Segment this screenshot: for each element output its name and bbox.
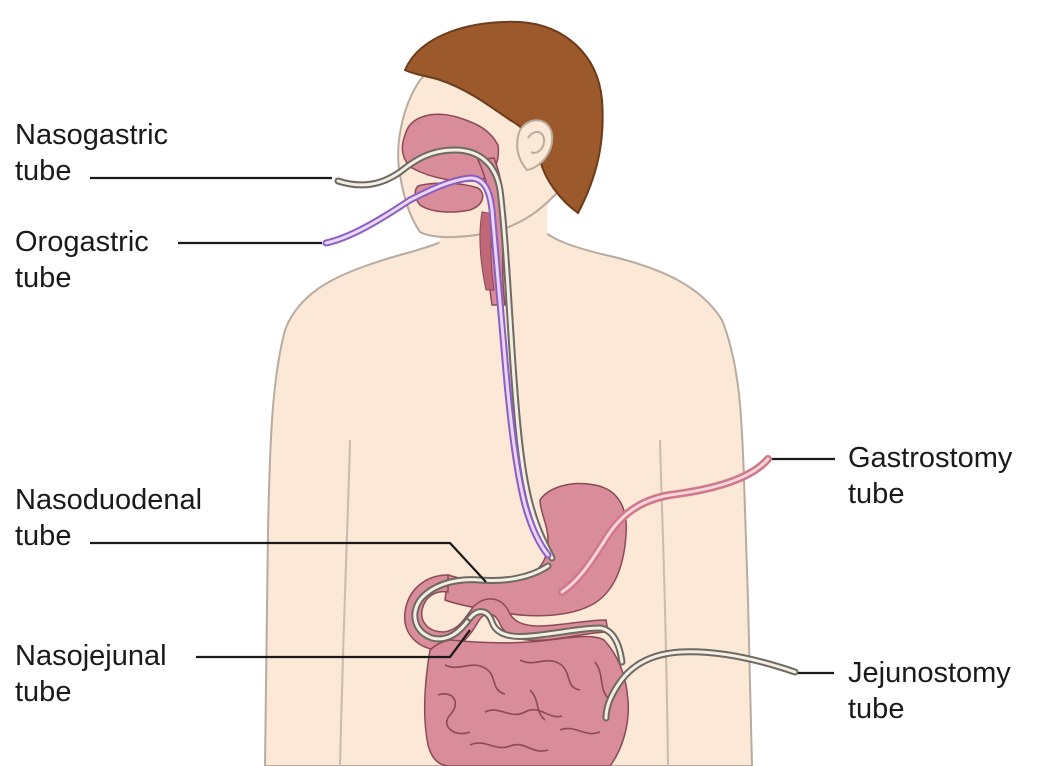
label-line: Gastrostomy [848, 440, 1012, 476]
orogastric-tube-label: Orogastric tube [15, 224, 149, 296]
nasojejunal-tube-label: Nasojejunal tube [15, 638, 167, 710]
label-line: Orogastric [15, 224, 149, 260]
label-line: tube [15, 674, 167, 710]
jejunostomy-tube-label: Jejunostomy tube [848, 655, 1011, 727]
nasogastric-tube-label: Nasogastric tube [15, 117, 168, 189]
label-line: tube [848, 476, 1012, 512]
label-line: tube [848, 691, 1011, 727]
gastrostomy-tube-label: Gastrostomy tube [848, 440, 1012, 512]
label-line: Nasogastric [15, 117, 168, 153]
label-line: tube [15, 260, 149, 296]
oral-cavity [415, 183, 482, 212]
label-line: Nasojejunal [15, 638, 167, 674]
label-line: tube [15, 518, 202, 554]
label-line: Jejunostomy [848, 655, 1011, 691]
label-line: tube [15, 153, 168, 189]
label-line: Nasoduodenal [15, 482, 202, 518]
nasoduodenal-tube-label: Nasoduodenal tube [15, 482, 202, 554]
